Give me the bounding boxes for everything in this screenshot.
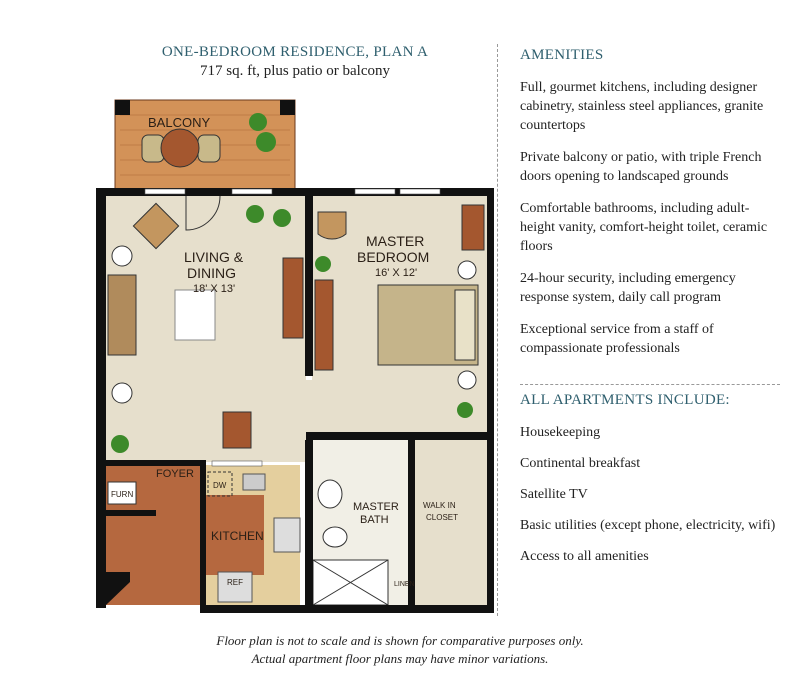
lamp-icon <box>457 370 477 390</box>
kitchen-label: KITCHEN <box>211 529 264 543</box>
living-label: LIVING & <box>184 249 244 265</box>
plan-title: ONE-BEDROOM RESIDENCE, PLAN A <box>161 44 429 60</box>
include-item: Access to all amenities <box>520 549 649 564</box>
closet-floor <box>415 440 487 605</box>
armchair <box>132 202 180 250</box>
bedroom-chair <box>317 211 347 240</box>
tv-console <box>282 257 304 339</box>
dishwasher <box>207 471 233 497</box>
linen-label: LINEN <box>394 581 415 588</box>
balcony-table <box>160 128 200 168</box>
furnace <box>107 481 137 505</box>
walls <box>96 188 494 613</box>
plant-icon <box>111 435 129 453</box>
lamp-icon <box>111 382 133 404</box>
closet-label-2: CLOSET <box>426 513 458 522</box>
sink-icon <box>317 479 343 509</box>
floor-plan: BALCONY LIVING & DINING <box>96 99 494 613</box>
dresser <box>314 279 334 371</box>
lamp-icon <box>111 245 133 267</box>
coffee-table <box>174 289 216 341</box>
amenities-panel: AMENITIES Full, gourmet kitchens, includ… <box>520 46 780 578</box>
include-item: Basic utilities (except phone, electrici… <box>520 518 776 533</box>
includes-heading: ALL APARTMENTS INCLUDE: <box>520 392 730 408</box>
desk <box>461 204 485 251</box>
amenity-item: Comfortable bathrooms, including adult-h… <box>520 201 768 254</box>
amenity-item: Private balcony or patio, with triple Fr… <box>520 150 762 184</box>
living-dimensions: 18' X 13' <box>193 283 235 295</box>
amenities-heading: AMENITIES <box>520 47 604 63</box>
lamp-icon <box>457 260 477 280</box>
amenity-item: 24-hour security, including emergency re… <box>520 271 736 305</box>
include-item: Satellite TV <box>520 487 588 502</box>
entry-door-swing <box>185 195 221 231</box>
include-item: Continental breakfast <box>520 456 641 471</box>
includes-section: ALL APARTMENTS INCLUDE: Housekeeping Con… <box>520 384 780 566</box>
plant-icon <box>457 402 473 418</box>
dishwasher-label: DW <box>213 481 227 490</box>
plan-subtitle: 717 sq. ft, plus patio or balcony <box>200 63 390 79</box>
refrigerator <box>217 571 253 603</box>
bedroom-label-2: BEDROOM <box>357 249 429 265</box>
dining-table <box>222 411 252 449</box>
refrigerator-label: REF <box>227 578 243 587</box>
kitchen-sink <box>242 473 266 491</box>
disclaimer: Floor plan is not to scale and is shown … <box>0 632 800 668</box>
plant-icon <box>273 209 291 227</box>
toilet-icon <box>322 526 348 548</box>
bath-label: MASTER <box>353 501 399 513</box>
furnace-label: FURN <box>111 490 133 499</box>
foyer-label: FOYER <box>156 468 194 480</box>
include-item: Housekeeping <box>520 425 601 440</box>
balcony-chair <box>197 134 221 163</box>
plant-icon <box>246 205 264 223</box>
stove <box>273 517 301 553</box>
column-divider <box>497 44 498 616</box>
closet-label: WALK IN <box>423 501 456 510</box>
bedroom-label: MASTER <box>366 233 424 249</box>
amenity-item: Full, gourmet kitchens, including design… <box>520 80 764 133</box>
balcony-label: BALCONY <box>148 115 210 130</box>
living-label-2: DINING <box>187 265 236 281</box>
bath-label-2: BATH <box>360 514 389 526</box>
bedroom-dimensions: 16' X 12' <box>375 267 417 279</box>
plant-icon <box>315 256 331 272</box>
plan-title-block: ONE-BEDROOM RESIDENCE, PLAN A 717 sq. ft… <box>100 44 490 80</box>
plant-icon <box>256 132 276 152</box>
disclaimer-line-1: Floor plan is not to scale and is shown … <box>216 633 584 648</box>
plant-icon <box>249 113 267 131</box>
amenity-item: Exceptional service from a staff of comp… <box>520 322 714 356</box>
disclaimer-line-2: Actual apartment floor plans may have mi… <box>251 651 549 666</box>
sofa <box>107 274 137 356</box>
